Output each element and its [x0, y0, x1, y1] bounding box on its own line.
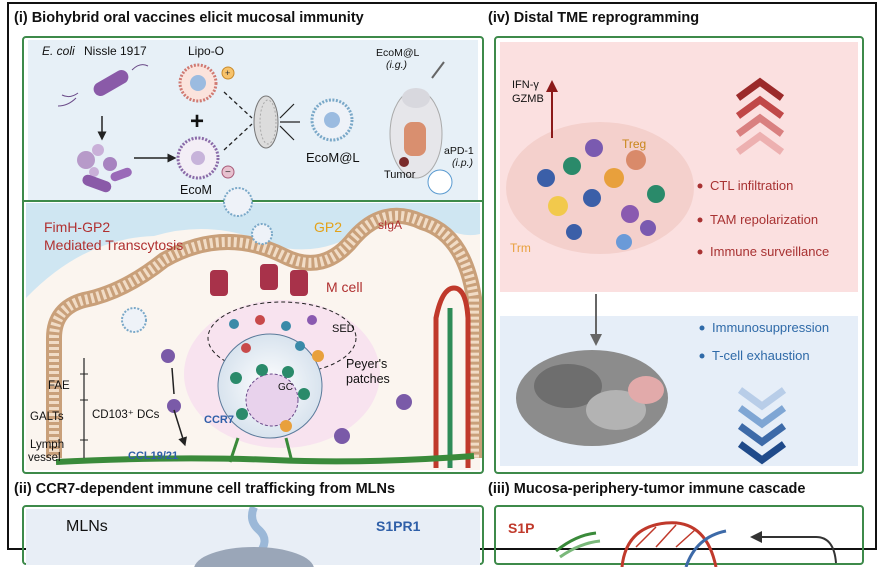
mcell-label: M cell: [326, 279, 363, 295]
ecom-label: EcoM: [180, 183, 212, 197]
s1pr1-label: S1PR1: [376, 518, 421, 534]
siga-label: sIgA: [378, 218, 402, 232]
antibody-icon: [427, 169, 453, 195]
ecoli-label-italic: E. coli: [42, 44, 75, 58]
panel-iv: IFN-γ GZMB Treg Trm CTL infiltration TAM…: [494, 36, 864, 474]
gzmb-label: GZMB: [512, 93, 544, 105]
panel-ii-title: (ii) CCR7-dependent immune cell traffick…: [14, 481, 396, 497]
lymphatic-icon: [248, 507, 269, 558]
m-cells: [210, 264, 308, 296]
sed-region: [207, 301, 357, 375]
mlns-label: MLNs: [66, 518, 108, 535]
ecoli-bacteria: [57, 64, 149, 193]
galts-label: GALTs: [30, 411, 64, 423]
ip-label: (i.p.): [452, 157, 473, 169]
mouse-icon: [389, 61, 445, 179]
peyers-label-1: Peyer's: [346, 357, 387, 371]
up-item-1: CTL infiltration: [710, 178, 793, 193]
svg-text:+: +: [190, 108, 204, 135]
fimh-label-1: FimH-GP2: [44, 219, 110, 235]
ecoml-label: EcoM@L: [306, 150, 360, 165]
down-item-1: Immunosuppression: [712, 320, 829, 335]
immune-cells: [161, 315, 412, 444]
germinal-center: [245, 373, 299, 427]
down-item-2: T-cell exhaustion: [712, 348, 810, 363]
tme-cells: [537, 139, 665, 250]
ecoml-ig-name: EcoM@L: [376, 47, 419, 59]
lymph-label-2: vessel: [28, 452, 61, 464]
sed-label: SED: [332, 323, 355, 335]
tumor-label: Tumor: [384, 169, 416, 181]
up-item-2: TAM repolarization: [710, 212, 818, 227]
cd103-label: CD103⁺ DCs: [92, 409, 160, 421]
vascular-network-icon: [620, 521, 727, 567]
panel-ii: MLNs S1PR1: [22, 505, 484, 567]
treg-label: Treg: [622, 137, 646, 151]
fae-label: FAE: [48, 380, 70, 392]
panel-iii-title: (iii) Mucosa-periphery-tumor immune casc…: [488, 481, 806, 497]
ecoli-label: Nissle 1917: [84, 44, 147, 58]
extruder-membrane-icon: [253, 95, 279, 149]
gc-label: GC: [278, 382, 293, 393]
ecoml-vesicle-icon: [310, 98, 354, 142]
panel-iii: S1P: [494, 505, 864, 567]
lipo-o-label: Lipo-O: [188, 44, 224, 58]
gp2-label: GP2: [314, 219, 342, 235]
liposome-icon: +: [178, 63, 235, 103]
down-chevrons-icon: [737, 387, 787, 465]
svg-text:−: −: [225, 167, 231, 178]
fimh-label-2: Mediated Transcytosis: [44, 237, 183, 253]
s1p-label: S1P: [508, 520, 534, 536]
lymph-vessel: [55, 453, 475, 465]
trm-label: Trm: [510, 241, 531, 255]
up-item-3: Immune surveillance: [710, 244, 829, 259]
up-chevrons-icon: [735, 77, 785, 155]
apd1-label: aPD-1: [444, 145, 474, 157]
panel-iv-title: (iv) Distal TME reprogramming: [488, 10, 700, 26]
panel-i: E. coli Nissle 1917 Lipo-O + + − EcoM Ec…: [22, 36, 484, 474]
panel-i-title: (i) Biohybrid oral vaccines elicit mucos…: [14, 10, 364, 26]
blood-vessel: [433, 285, 471, 468]
ig-label: (i.g.): [386, 59, 407, 71]
ccl-label: CCL19/21: [128, 450, 178, 462]
ifn-label: IFN-γ: [512, 79, 539, 91]
svg-text:+: +: [225, 68, 230, 78]
lymph-label-1: Lymph: [30, 439, 64, 451]
peyers-label-2: patches: [346, 372, 390, 386]
ecom-vesicle-icon: −: [176, 136, 235, 180]
ccr7-label: CCR7: [204, 414, 234, 426]
